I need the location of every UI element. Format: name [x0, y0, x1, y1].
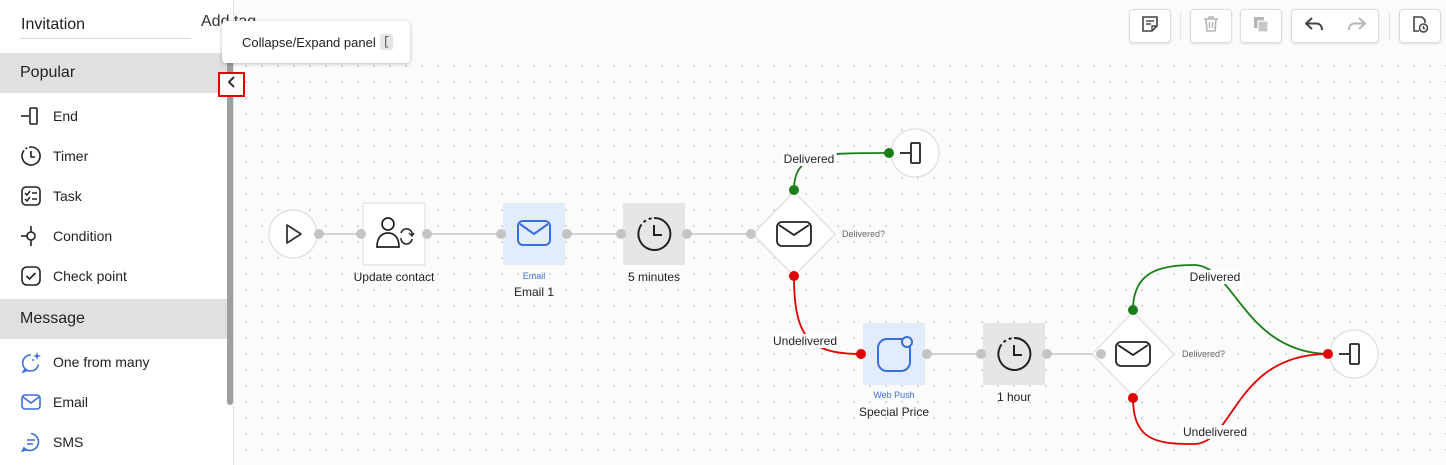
palette-item-end[interactable]: End [0, 96, 227, 136]
copy-icon [1251, 14, 1271, 39]
palette-item-label: Email [53, 394, 89, 410]
section-message[interactable]: Message [0, 299, 227, 339]
email-node-type: Email [522, 271, 546, 281]
section-popular[interactable]: Popular [0, 53, 227, 93]
edge-label-undelivered-2: Undelivered [1180, 425, 1250, 439]
edge-label-undelivered-1: Undelivered [770, 334, 840, 348]
edge-label-delivered-1: Delivered [781, 152, 837, 166]
palette-item-label: One from many [53, 354, 150, 370]
end-node-1[interactable] [890, 128, 940, 178]
email-node[interactable] [503, 203, 565, 265]
web-push-node[interactable] [863, 323, 925, 385]
start-node[interactable] [268, 209, 318, 259]
palette-item-label: Check point [53, 268, 127, 284]
sidebar-scrollbar[interactable] [227, 60, 233, 405]
task-icon [20, 185, 42, 207]
redo-icon[interactable] [1346, 14, 1368, 39]
wait-node-5-minutes[interactable] [623, 203, 685, 265]
history-button[interactable] [1399, 9, 1441, 43]
palette-item-task[interactable]: Task [0, 176, 227, 216]
palette-item-label: Task [53, 188, 82, 204]
journey-title-input[interactable] [20, 12, 191, 39]
checkpoint-icon [20, 265, 42, 287]
timer-icon [20, 145, 42, 167]
palette-item-timer[interactable]: Timer [0, 136, 227, 176]
notes-button[interactable] [1129, 9, 1171, 43]
end-icon [20, 105, 42, 127]
email-icon [20, 391, 42, 413]
condition-icon [20, 225, 42, 247]
wait-5-minutes-label: 5 minutes [627, 270, 681, 284]
collapse-panel-button[interactable] [218, 72, 245, 97]
web-push-node-label: Special Price [858, 405, 930, 419]
notes-icon [1140, 14, 1160, 39]
palette-sidebar: Popular End Timer Task Condition Check p… [0, 0, 234, 465]
sparkle-chat-icon [20, 351, 42, 373]
palette-item-label: Timer [53, 148, 89, 164]
palette-item-email[interactable]: Email [0, 382, 227, 422]
flow-canvas[interactable]: Update contact Email Email 1 5 minutes D… [234, 52, 1446, 465]
history-icon [1410, 14, 1430, 39]
toolbar-divider [1180, 12, 1181, 40]
chevron-left-icon [226, 75, 238, 94]
tooltip-text: Collapse/Expand panel [242, 34, 376, 50]
end-node-2[interactable] [1329, 329, 1379, 379]
condition-1-label: Delivered? [842, 229, 886, 239]
edge-label-delivered-2: Delivered [1187, 270, 1243, 284]
palette-item-one-from-many[interactable]: One from many [0, 342, 227, 382]
flow-diagram [268, 128, 1379, 445]
delete-button[interactable] [1190, 9, 1232, 43]
palette-item-label: SMS [53, 434, 84, 450]
sms-icon [20, 431, 42, 453]
delete-icon [1201, 14, 1221, 39]
palette-item-condition[interactable]: Condition [0, 216, 227, 256]
update-contact-label: Update contact [353, 270, 435, 284]
update-contact-node[interactable] [362, 202, 426, 266]
undo-redo-group [1291, 9, 1379, 43]
palette-item-checkpoint[interactable]: Check point [0, 256, 227, 296]
collapse-panel-tooltip: Collapse/Expand panel [ [222, 21, 410, 63]
wait-node-1-hour[interactable] [983, 323, 1045, 385]
tooltip-shortcut: [ [379, 34, 393, 50]
copy-button[interactable] [1240, 9, 1282, 43]
undo-icon[interactable] [1303, 14, 1325, 39]
condition-node-delivered-1[interactable] [752, 191, 836, 277]
palette-item-label: Condition [53, 228, 113, 244]
wait-1-hour-label: 1 hour [996, 390, 1032, 404]
condition-2-label: Delivered? [1182, 349, 1226, 359]
palette-item-sms[interactable]: SMS [0, 422, 227, 462]
toolbar-divider [1389, 12, 1390, 40]
palette-item-label: End [53, 108, 78, 124]
email-node-label: Email 1 [513, 285, 555, 299]
condition-node-delivered-2[interactable] [1091, 311, 1175, 397]
web-push-node-type: Web Push [873, 390, 915, 400]
